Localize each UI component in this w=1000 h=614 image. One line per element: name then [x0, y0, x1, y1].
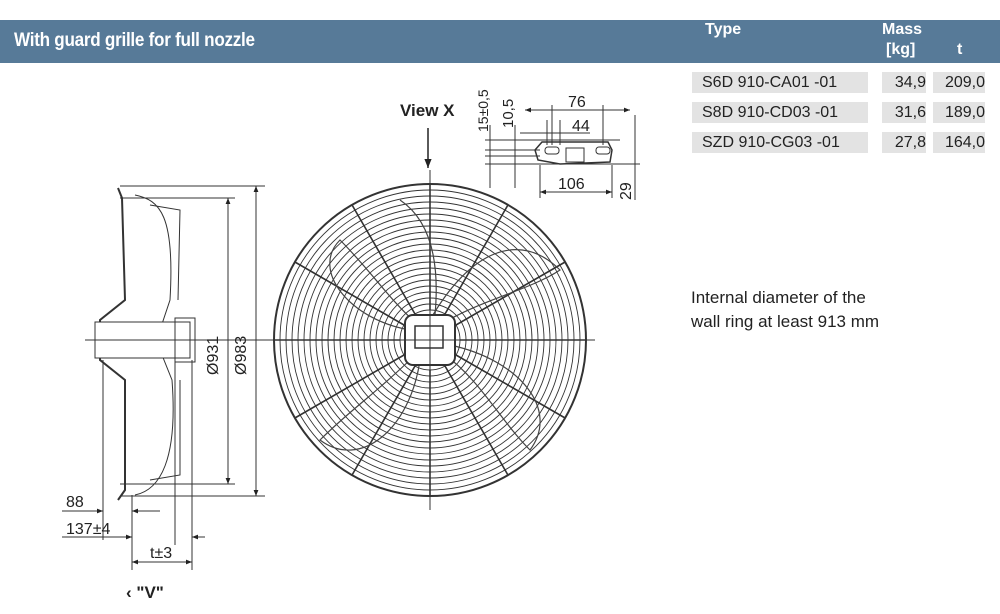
col-header-mass: Mass — [882, 21, 923, 38]
type-cell: S8D 910-CD03 -01 — [692, 102, 868, 123]
grille-spoke — [294, 261, 405, 326]
dim-983: Ø983 — [233, 336, 250, 375]
grille-spoke — [444, 365, 509, 476]
col-header-type: Type — [705, 21, 742, 38]
header-bar — [0, 20, 680, 63]
note-line-1: Internal diameter of the — [691, 288, 866, 307]
mass-cell: 27,8 — [882, 132, 926, 153]
mass-cell: 31,6 — [882, 102, 926, 123]
view-v-label: ‹ "V" — [126, 583, 164, 602]
col-header-t: t — [957, 41, 963, 58]
fan-blades — [319, 199, 561, 451]
col-header-mass-unit: [kg] — [886, 41, 916, 58]
view-x-label: View X — [400, 101, 455, 120]
dim-76: 76 — [568, 94, 586, 111]
mounting-foot-detail — [485, 105, 640, 200]
dim-44: 44 — [572, 118, 590, 135]
fan-side-view — [62, 185, 270, 570]
dim-10-5: 10,5 — [500, 99, 517, 128]
table-header-bar — [680, 20, 1000, 63]
note-line-2: wall ring at least 913 mm — [691, 312, 880, 331]
dim-106: 106 — [558, 176, 585, 193]
dim-137: 137±4 — [66, 521, 110, 538]
grille-spoke — [351, 204, 416, 315]
t-cell: 209,0 — [933, 72, 985, 93]
dim-29: 29 — [618, 182, 635, 200]
dim-88: 88 — [66, 494, 84, 511]
terminal-box — [414, 325, 444, 349]
type-cell: S6D 910-CA01 -01 — [692, 72, 868, 93]
type-cell: SZD 910-CG03 -01 — [692, 132, 868, 153]
dim-t: t±3 — [150, 545, 172, 562]
fan-front-view: View X — [265, 101, 595, 510]
grille-spoke — [444, 204, 509, 315]
grille-spoke — [294, 354, 405, 419]
grille-spoke — [455, 354, 566, 419]
t-cell: 189,0 — [933, 102, 985, 123]
page-title: With guard grille for full nozzle — [14, 30, 255, 51]
grille-spoke — [351, 365, 416, 476]
dim-15: 15±0,5 — [475, 89, 491, 132]
mass-cell: 34,9 — [882, 72, 926, 93]
installation-note: Internal diameter of the wall ring at le… — [691, 286, 879, 334]
t-cell: 164,0 — [933, 132, 985, 153]
dim-931: Ø931 — [205, 336, 222, 375]
